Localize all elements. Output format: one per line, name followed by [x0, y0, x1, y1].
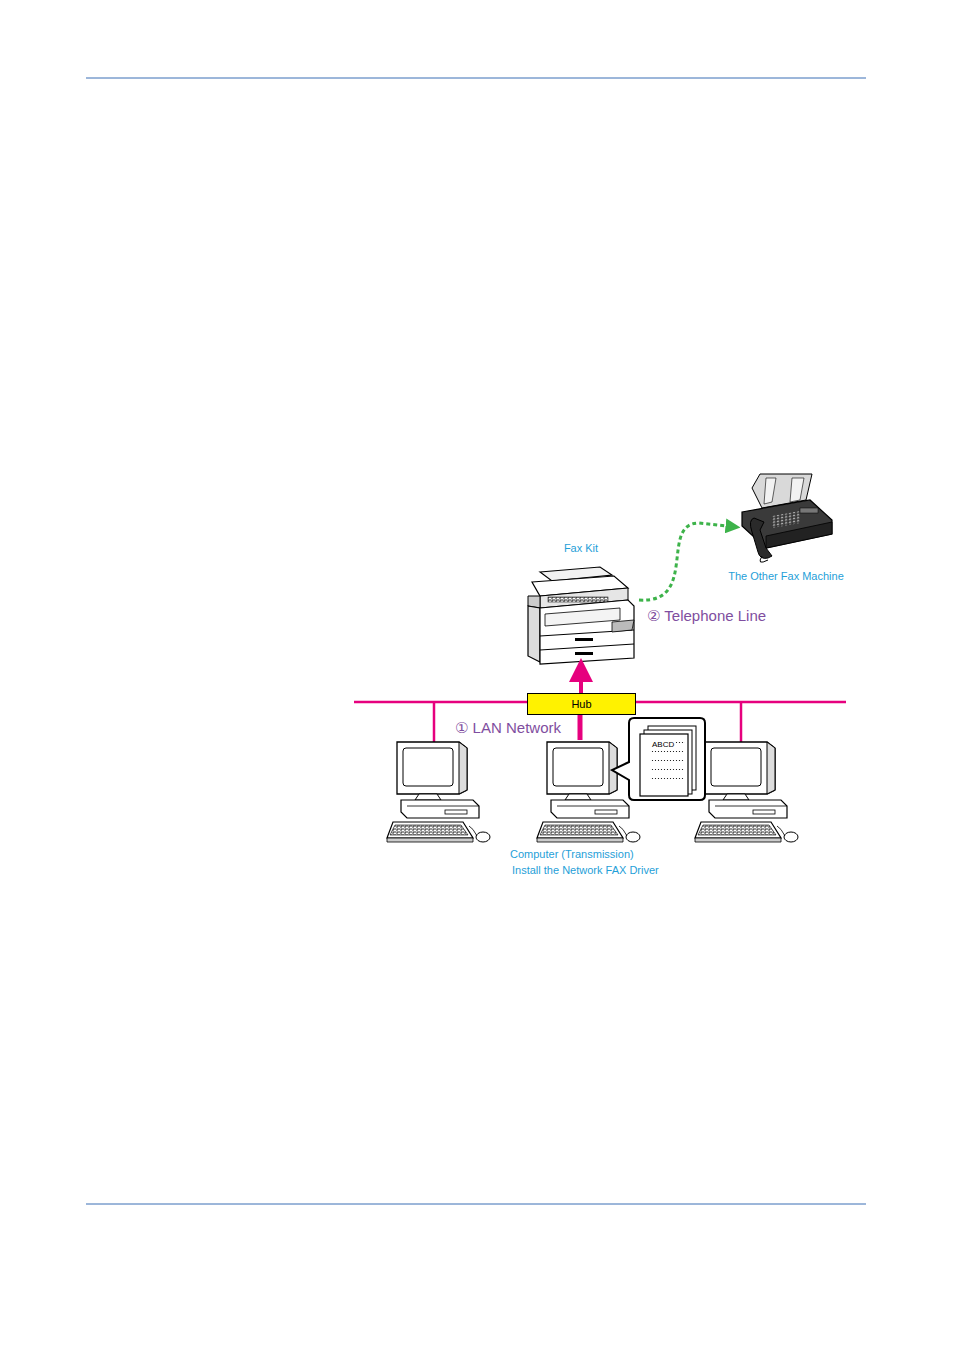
- lan-link: [578, 715, 583, 740]
- remote-fax-machine: The Other Fax Machine: [738, 472, 834, 562]
- network-label: ① LAN Network: [455, 719, 561, 736]
- device-label: Computer (Transmission): [510, 848, 634, 861]
- fax-kit-printer: Fax Kit: [525, 566, 637, 666]
- network-hub: Hub: [527, 693, 636, 715]
- line-label: ② Telephone Line: [645, 607, 768, 624]
- transmission-computer: Computer (Transmission) Install the Netwo…: [505, 740, 675, 878]
- device-label: The Other Fax Machine: [728, 570, 844, 583]
- device-label: Install the Network FAX Driver: [512, 864, 659, 877]
- hub-label: Hub: [571, 698, 591, 710]
- device-label: Fax Kit: [564, 542, 598, 555]
- document-text: ABCD: [651, 740, 675, 749]
- lan-arrow: [579, 666, 583, 693]
- telephone-line: [639, 523, 736, 600]
